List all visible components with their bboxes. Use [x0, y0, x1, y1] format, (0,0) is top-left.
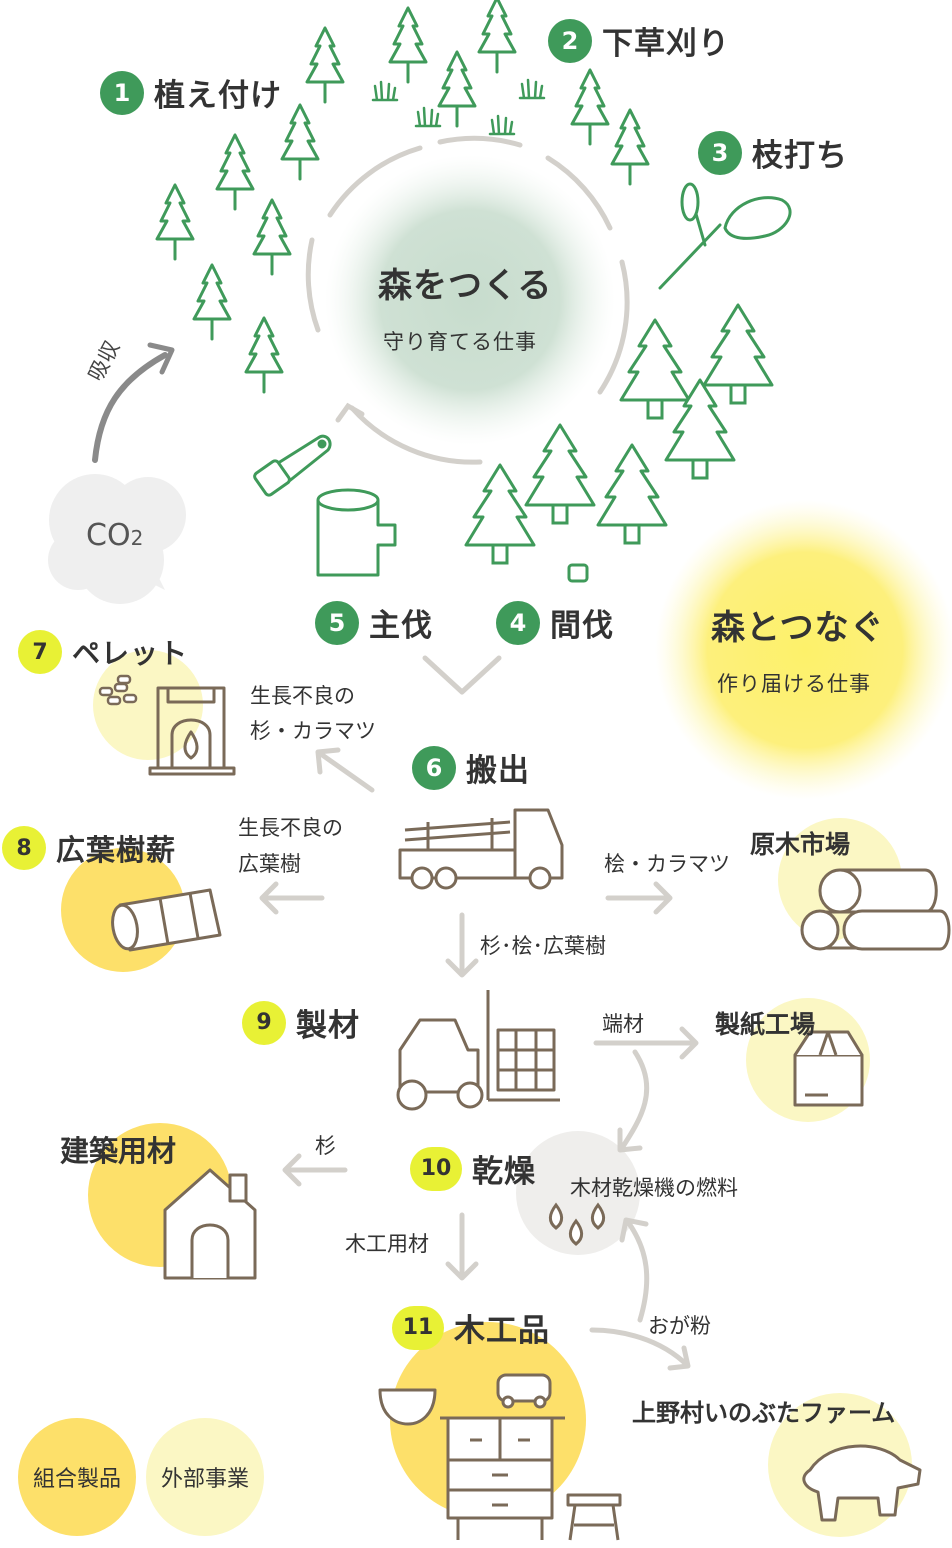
step-number: 5: [315, 600, 359, 645]
pruning-branch-icon: [658, 182, 792, 290]
step-hauling: 6 搬出: [412, 745, 530, 790]
step-label: 枝打ち: [752, 138, 848, 174]
cycle-ring: [305, 135, 630, 465]
forest-work-circle-bg: [325, 155, 615, 445]
step-label: 主伐: [369, 608, 433, 644]
stump-icon: [316, 488, 397, 577]
house-icon: [163, 1168, 257, 1280]
step-drying: 10 乾燥: [410, 1146, 536, 1191]
step-label: 植え付け: [154, 78, 282, 114]
firewood-source-line1: 生長不良の: [238, 816, 343, 840]
fuel-drops-icon: [548, 1202, 606, 1246]
step-label: 間伐: [550, 608, 614, 644]
step-number: 7: [18, 630, 62, 674]
step-final-felling: 5 主伐: [315, 600, 433, 645]
cedar-label: 杉: [315, 1134, 336, 1158]
step-number: 11: [392, 1305, 444, 1350]
firewood-source-line2: 広葉樹: [238, 852, 301, 876]
step-label: 搬出: [466, 753, 530, 789]
connect-work-subtitle: 作り届ける仕事: [717, 672, 871, 696]
absorb-arrow: [92, 352, 168, 463]
paper-mill-label: 製紙工場: [715, 1010, 816, 1039]
step-sawmill: 9 製材: [242, 1000, 360, 1045]
building-material-label: 建築用材: [60, 1134, 177, 1168]
connect-work-title: 森とつなぐ: [711, 608, 885, 648]
step-weeding: 2 下草刈り: [548, 18, 730, 63]
log-market-label: 原木市場: [750, 830, 851, 859]
firewood-bundle-icon: [111, 888, 222, 952]
boar-icon: [802, 1444, 922, 1522]
step-firewood: 8 広葉樹薪: [2, 826, 176, 870]
step-label: ペレット: [72, 637, 189, 670]
flow-chevron: [422, 655, 502, 695]
thinning-trees: [464, 303, 774, 583]
lumber-source-label: 杉･桧･広葉樹: [480, 934, 606, 958]
step-label: 広葉樹薪: [56, 833, 177, 867]
step-number: 6: [412, 745, 456, 790]
step-planting: 1 植え付け: [100, 70, 282, 115]
woodwork-material-label: 木工用材: [345, 1232, 429, 1256]
connect-work-circle-bg: [655, 500, 952, 800]
pellet-source-line1: 生長不良の: [250, 684, 355, 708]
step-number: 9: [242, 1000, 286, 1045]
offcut-label: 端材: [602, 1012, 644, 1036]
legend-cooperative: 組合製品: [18, 1418, 136, 1536]
co2-subscript: 2: [130, 526, 144, 550]
co2-cloud: [48, 474, 186, 604]
step-label: 木工品: [454, 1313, 550, 1349]
chainsaw-icon: [253, 434, 332, 497]
box-icon: [793, 1030, 864, 1107]
market-source-label: 桧・カラマツ: [604, 852, 730, 876]
step-label: 製材: [296, 1008, 360, 1044]
legend-external: 外部事業: [146, 1418, 264, 1536]
step-pruning: 3 枝打ち: [698, 130, 848, 175]
step-label: 乾燥: [472, 1154, 536, 1190]
forest-work-subtitle: 守り育てる仕事: [383, 330, 537, 354]
truck-icon: [398, 808, 564, 890]
step-pellet: 7 ペレット: [18, 630, 188, 674]
step-number: 8: [2, 826, 46, 870]
step-label: 下草刈り: [602, 26, 730, 62]
co2-main: CO: [86, 518, 131, 553]
step-number: 4: [496, 600, 540, 645]
step-woodwork: 11 木工品: [392, 1305, 550, 1350]
farm-label: 上野村いのぶたファーム: [632, 1399, 896, 1427]
co2-label: CO2: [86, 518, 143, 553]
pellet-source-line2: 杉・カラマツ: [250, 719, 376, 743]
furniture-icon: [378, 1373, 622, 1541]
flow-arrows: [259, 747, 699, 1371]
step-number: 2: [548, 18, 592, 63]
forklift-icon: [396, 990, 560, 1111]
step-thinning: 4 間伐: [496, 600, 614, 645]
step-number: 3: [698, 130, 742, 175]
logs-icon: [800, 868, 951, 951]
forest-work-title: 森をつくる: [378, 266, 553, 306]
dryer-fuel-label: 木材乾燥機の燃料: [570, 1176, 738, 1200]
dryer-fuel-bg: [516, 1131, 640, 1255]
pellets-icon: [98, 674, 138, 706]
pellet-stove-icon: [148, 686, 236, 776]
step-number: 10: [410, 1146, 462, 1191]
step-number: 1: [100, 70, 144, 115]
sawdust-label: おが粉: [648, 1314, 711, 1338]
